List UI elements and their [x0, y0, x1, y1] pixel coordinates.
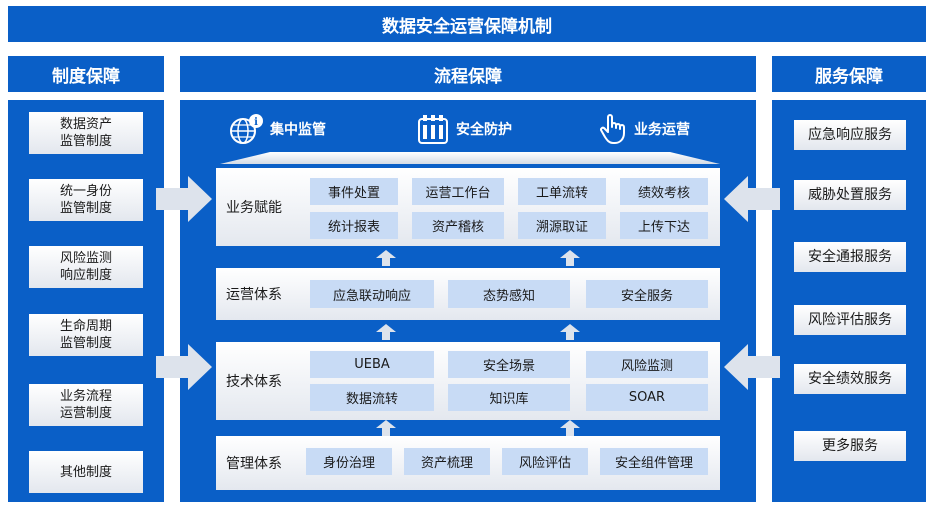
layer-label: 技术体系 — [226, 374, 282, 390]
layer-cell: SOAR — [586, 384, 708, 411]
layer-cell: 绩效考核 — [620, 178, 708, 205]
up-arrow — [560, 324, 580, 340]
capability-item: 业务运营 — [598, 112, 690, 146]
top-capabilities: i 集中监管 安全防护 业务运营 — [180, 112, 756, 146]
up-arrow — [376, 324, 396, 340]
layer-management: 管理体系 身份治理 资产梳理 风险评估 安全组件管理 — [216, 436, 720, 490]
policy-item: 业务流程 运营制度 — [29, 384, 143, 426]
policy-item: 生命周期 监管制度 — [29, 314, 143, 356]
service-item: 更多服务 — [794, 431, 906, 461]
layer-label: 运营体系 — [226, 287, 282, 303]
layer-cell: 资产稽核 — [412, 212, 504, 239]
policy-item: 数据资产 监管制度 — [29, 112, 143, 154]
policy-item: 风险监测 响应制度 — [29, 246, 143, 288]
layer-cell: 安全场景 — [448, 351, 570, 378]
layer-cell: 资产梳理 — [404, 448, 490, 475]
right-arrow — [156, 176, 212, 222]
capability-label: 安全防护 — [456, 122, 512, 138]
layer-technology: 技术体系 UEBA 安全场景 风险监测 数据流转 知识库 SOAR — [216, 342, 720, 420]
layer-cell: 工单流转 — [518, 178, 606, 205]
layer-operations: 运营体系 应急联动响应 态势感知 安全服务 — [216, 268, 720, 320]
layer-cell: 上传下达 — [620, 212, 708, 239]
layer-cell: 风险评估 — [502, 448, 588, 475]
layer-cell: 运营工作台 — [412, 178, 504, 205]
capability-label: 集中监管 — [270, 122, 326, 138]
up-arrow — [560, 420, 580, 436]
right-column-header: 服务保障 — [772, 56, 926, 92]
globe-info-icon: i — [230, 114, 263, 144]
middle-column-header: 流程保障 — [180, 56, 756, 92]
layer-cell: 身份治理 — [306, 448, 392, 475]
roof-shape — [220, 152, 720, 164]
capability-label: 业务运营 — [634, 122, 690, 138]
diagram-title: 数据安全运营保障机制 — [8, 6, 926, 42]
layer-cell: 态势感知 — [448, 280, 570, 308]
capability-item: i 集中监管 — [228, 112, 326, 146]
layer-cell: 统计报表 — [310, 212, 398, 239]
layer-cell: 溯源取证 — [518, 212, 606, 239]
left-column-header: 制度保障 — [8, 56, 164, 92]
layer-cell: 风险监测 — [586, 351, 708, 378]
policy-guarantee-column: 数据资产 监管制度 统一身份 监管制度 风险监测 响应制度 生命周期 监管制度 … — [8, 100, 164, 502]
service-item: 安全通报服务 — [794, 242, 906, 272]
service-item: 威胁处置服务 — [794, 180, 906, 210]
layer-cell: 事件处置 — [310, 178, 398, 205]
shield-building-icon — [418, 115, 448, 144]
right-arrow — [156, 344, 212, 390]
layer-cell: 数据流转 — [310, 384, 434, 411]
layer-label: 业务赋能 — [226, 200, 282, 216]
up-arrow — [376, 250, 396, 266]
svg-text:i: i — [254, 117, 258, 128]
layer-cell: 应急联动响应 — [310, 280, 434, 308]
service-item: 应急响应服务 — [794, 120, 906, 150]
left-arrow — [724, 176, 780, 222]
service-item: 风险评估服务 — [794, 305, 906, 335]
up-arrow — [376, 420, 396, 436]
layer-cell: 安全组件管理 — [600, 448, 708, 475]
service-guarantee-column: 应急响应服务 威胁处置服务 安全通报服务 风险评估服务 安全绩效服务 更多服务 — [772, 100, 926, 502]
capability-item: 安全防护 — [416, 112, 512, 146]
service-item: 安全绩效服务 — [794, 364, 906, 394]
policy-item: 其他制度 — [29, 451, 143, 493]
layer-cell: UEBA — [310, 351, 434, 378]
policy-item: 统一身份 监管制度 — [29, 179, 143, 221]
hand-pointer-icon — [600, 114, 625, 144]
layer-label: 管理体系 — [226, 456, 282, 472]
up-arrow — [560, 250, 580, 266]
layer-business-enablement: 业务赋能 事件处置 运营工作台 工单流转 绩效考核 统计报表 资产稽核 溯源取证… — [216, 168, 720, 246]
layer-cell: 安全服务 — [586, 280, 708, 308]
process-guarantee-column: i 集中监管 安全防护 业务运营 业务赋能 事件处置 — [180, 100, 756, 502]
layer-cell: 知识库 — [448, 384, 570, 411]
left-arrow — [724, 344, 780, 390]
